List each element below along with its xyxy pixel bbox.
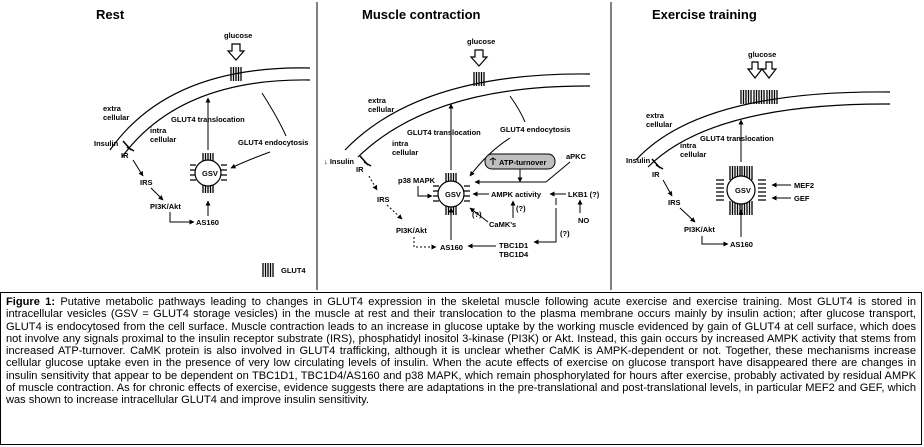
legend-glut4-icon bbox=[262, 262, 274, 278]
contraction-extracellular-label: extra bbox=[368, 96, 387, 105]
rest-pi3k-label: PI3K/Akt bbox=[150, 202, 181, 211]
no-label: NO bbox=[578, 216, 589, 225]
panel-rest: Rest glucose extra cellular intra cellul… bbox=[94, 7, 311, 227]
rest-intracellular-label-2: cellular bbox=[150, 135, 176, 144]
lkb1-label: LKB1 (?) bbox=[568, 190, 600, 199]
training-intracellular-label-2: cellular bbox=[680, 150, 706, 159]
training-extracellular-label-2: cellular bbox=[646, 120, 672, 129]
contraction-title: Muscle contraction bbox=[362, 7, 481, 22]
contraction-endocytosis-label: GLUT4 endocytosis bbox=[500, 125, 570, 134]
contraction-extracellular-label-2: cellular bbox=[368, 105, 394, 114]
contraction-pi3k-label: PI3K/Akt bbox=[396, 226, 427, 235]
camk-label: CaMK's bbox=[489, 220, 516, 229]
training-pi3k-label: PI3K/Akt bbox=[684, 225, 715, 234]
atp-turnover-label: ATP-turnover bbox=[499, 158, 546, 167]
p38-mapk-label: p38 MAPK bbox=[398, 176, 436, 185]
rest-glucose-arrow-icon bbox=[226, 43, 246, 61]
rest-as160-label: AS160 bbox=[196, 218, 219, 227]
contraction-ir-label: IR bbox=[356, 165, 364, 174]
training-ir-label: IR bbox=[652, 170, 660, 179]
caption-label: Figure 1: bbox=[6, 296, 56, 308]
rest-gsv-vesicle: GSV bbox=[190, 152, 227, 194]
question-mark-1: (?) bbox=[472, 210, 482, 219]
training-irs-label: IRS bbox=[668, 198, 681, 207]
contraction-translocation-label: GLUT4 translocation bbox=[407, 128, 481, 137]
rest-glucose-label: glucose bbox=[224, 31, 252, 40]
tbc1d1-label: TBC1D1 bbox=[499, 241, 528, 250]
rest-irs-label: IRS bbox=[140, 178, 153, 187]
contraction-glucose-label: glucose bbox=[467, 37, 495, 46]
tbc1d4-label: TBC1D4 bbox=[499, 250, 529, 259]
legend: GLUT4 bbox=[262, 262, 306, 278]
contraction-intracellular-label: intra bbox=[392, 139, 409, 148]
training-membrane-glut4-icon bbox=[740, 89, 778, 105]
training-intracellular-label: intra bbox=[680, 141, 697, 150]
contraction-as160-label: AS160 bbox=[440, 243, 463, 252]
ampk-activity-label: AMPK activity bbox=[491, 190, 542, 199]
rest-endocytosis-label: GLUT4 endocytosis bbox=[238, 138, 308, 147]
figure-caption: Figure 1: Putative metabolic pathways le… bbox=[0, 292, 922, 445]
apkc-label: aPKC bbox=[566, 152, 587, 161]
training-gsv-vesicle: GSV bbox=[716, 165, 766, 216]
training-glucose-arrow-icon-2 bbox=[760, 61, 778, 79]
training-extracellular-label: extra bbox=[646, 111, 665, 120]
question-mark-2: (?) bbox=[516, 204, 526, 213]
contraction-gsv-label: GSV bbox=[445, 190, 461, 199]
contraction-irs-label: IRS bbox=[377, 195, 390, 204]
rest-translocation-label: GLUT4 translocation bbox=[171, 115, 245, 124]
training-glucose-arrow-icon bbox=[746, 61, 764, 79]
panel-contraction: Muscle contraction glucose extra cellula… bbox=[324, 7, 600, 259]
rest-gsv-label: GSV bbox=[202, 169, 218, 178]
training-gsv-label: GSV bbox=[735, 186, 751, 195]
training-glucose-label: glucose bbox=[748, 50, 776, 59]
mef2-label: MEF2 bbox=[794, 181, 814, 190]
panel-training: Exercise training glucose extra cellular… bbox=[626, 7, 891, 249]
glut4-pathway-diagram: Rest glucose extra cellular intra cellul… bbox=[94, 2, 891, 290]
rest-extracellular-label-2: cellular bbox=[103, 113, 129, 122]
rest-ir-label: IR bbox=[121, 151, 129, 160]
training-insulin-label: Insulin bbox=[626, 156, 651, 165]
rest-title: Rest bbox=[96, 7, 125, 22]
contraction-gsv-vesicle: GSV bbox=[433, 172, 470, 216]
rest-membrane bbox=[109, 67, 311, 151]
contraction-glucose-arrow-icon bbox=[469, 49, 489, 67]
training-translocation-label: GLUT4 translocation bbox=[700, 134, 774, 143]
caption-text: Putative metabolic pathways leading to c… bbox=[6, 296, 916, 407]
question-mark-3: (?) bbox=[560, 229, 570, 238]
gef-label: GEF bbox=[794, 194, 810, 203]
contraction-intracellular-label-2: cellular bbox=[392, 148, 418, 157]
rest-insulin-label: Insulin bbox=[94, 139, 119, 148]
rest-intracellular-label: intra bbox=[150, 126, 167, 135]
training-title: Exercise training bbox=[652, 7, 757, 22]
training-as160-label: AS160 bbox=[730, 240, 753, 249]
legend-glut4-label: GLUT4 bbox=[281, 266, 306, 275]
rest-extracellular-label: extra bbox=[103, 104, 122, 113]
contraction-insulin-label: ↓ Insulin bbox=[324, 157, 354, 166]
